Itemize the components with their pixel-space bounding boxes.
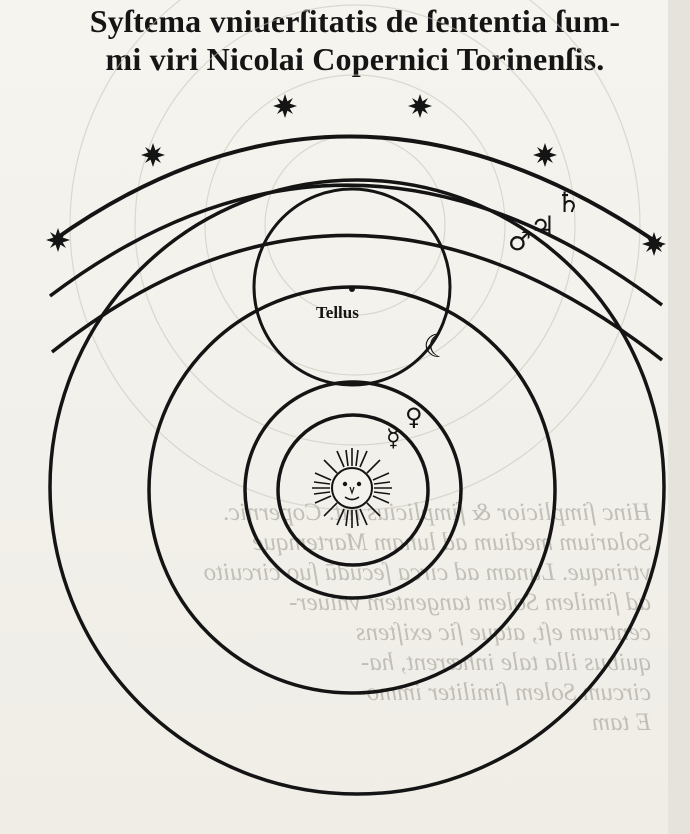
saturn-symbol-icon: ♄ — [556, 186, 581, 219]
page-edge-shadow — [668, 0, 690, 834]
star-icon — [46, 228, 70, 252]
saturn-orbit-arc — [48, 183, 664, 307]
fixed-stars-arc — [52, 134, 664, 248]
mercury-orbit — [276, 413, 430, 567]
star-icon — [642, 232, 666, 256]
earth-dot — [349, 286, 355, 292]
mars-orbit — [48, 178, 666, 796]
title-line-1: Syſtema vniuerſitatis de ſententia ſum- — [89, 3, 621, 39]
venus-orbit — [243, 380, 463, 600]
mercury-symbol-icon: ☿ — [386, 424, 401, 452]
mars-symbol-icon: ♂ — [508, 227, 531, 257]
fixed-stars — [46, 94, 666, 256]
star-icon — [533, 143, 557, 167]
star-icon — [141, 143, 165, 167]
venus-symbol-icon: ♀ — [405, 403, 423, 431]
bleed-through-circles — [69, 0, 641, 511]
title-line-2: mi viri Nicolai Copernici Torinenſis. — [105, 41, 605, 77]
star-icon — [408, 94, 432, 118]
sun-icon — [312, 448, 392, 528]
star-icon — [273, 94, 297, 118]
moon-symbol-icon: ☾ — [423, 327, 452, 365]
jupiter-symbol-icon: ♃ — [530, 210, 555, 243]
earth-label: Tellus — [316, 303, 359, 322]
jupiter-orbit-arc — [50, 233, 664, 362]
page-title: Syſtema vniuerſitatis de ſententia ſum- … — [30, 2, 680, 78]
moon-orbit — [252, 187, 452, 387]
